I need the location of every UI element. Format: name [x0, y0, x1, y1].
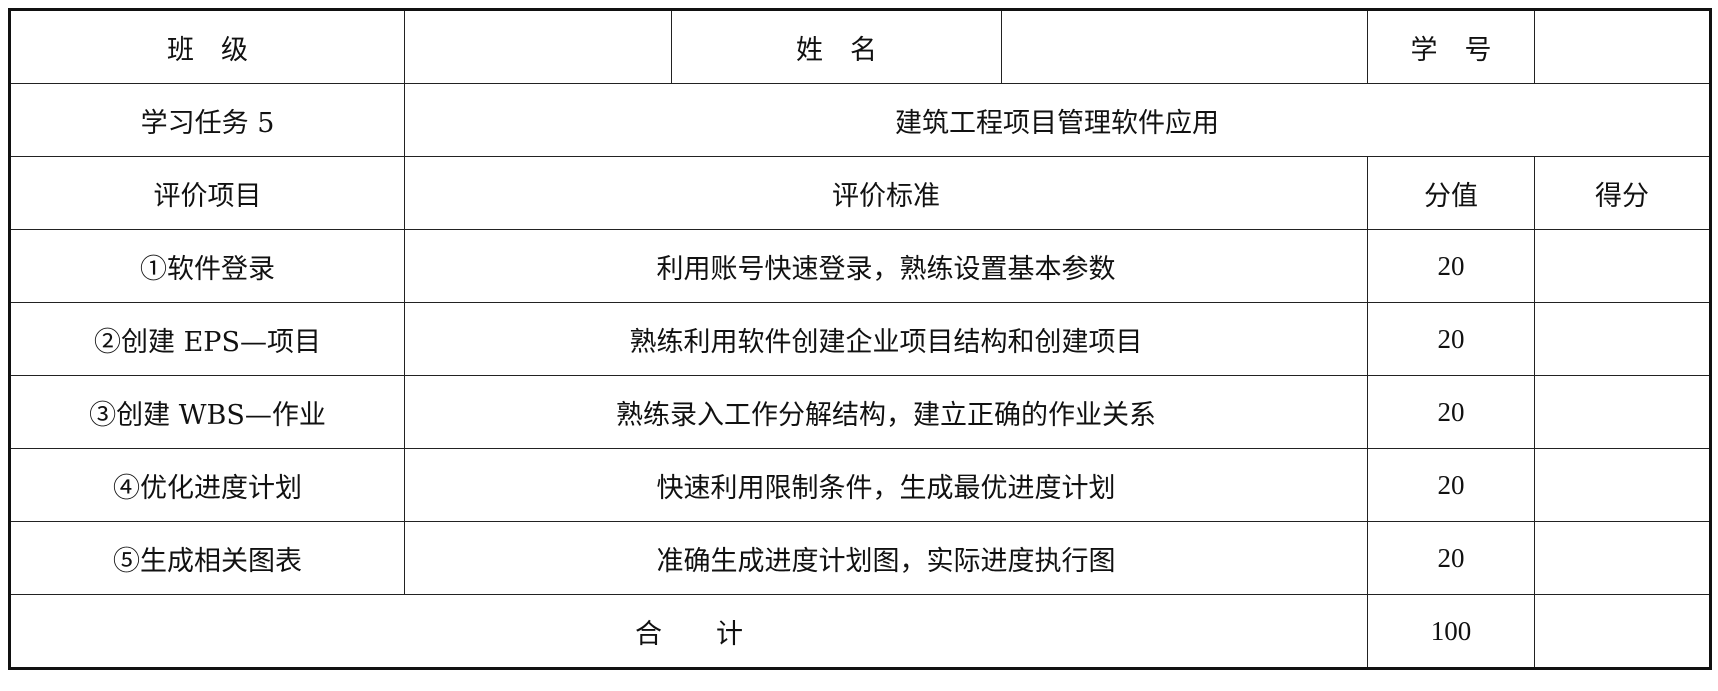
score-cell[interactable]	[1534, 521, 1711, 595]
criteria-cell: 利用账号快速登录，熟练设置基本参数	[404, 229, 1368, 303]
criteria-cell: 熟练利用软件创建企业项目结构和创建项目	[404, 302, 1368, 376]
points-cell: 20	[1367, 448, 1535, 522]
table-row: ②创建 EPS—项目 熟练利用软件创建企业项目结构和创建项目 20	[9, 302, 1711, 376]
name-field[interactable]	[1001, 9, 1368, 84]
score-cell[interactable]	[1534, 302, 1711, 376]
task-title: 建筑工程项目管理软件应用	[404, 83, 1711, 157]
criteria-cell: 准确生成进度计划图，实际进度执行图	[404, 521, 1368, 595]
item-cell: ①软件登录	[9, 229, 405, 303]
score-cell[interactable]	[1534, 448, 1711, 522]
total-row: 合 计 100	[9, 594, 1711, 669]
evaluation-table: 班 级 姓 名 学 号 学习任务 5 建筑工程项目管理软件应用 评价项目 评价标…	[8, 8, 1712, 670]
criteria-cell: 快速利用限制条件，生成最优进度计划	[404, 448, 1368, 522]
total-score-cell[interactable]	[1534, 594, 1711, 669]
class-field[interactable]	[404, 9, 672, 84]
points-cell: 20	[1367, 302, 1535, 376]
points-cell: 20	[1367, 375, 1535, 449]
task-label: 学习任务 5	[9, 83, 405, 157]
column-score: 得分	[1534, 156, 1711, 230]
task-row: 学习任务 5 建筑工程项目管理软件应用	[9, 83, 1711, 157]
column-criteria: 评价标准	[404, 156, 1368, 230]
column-points: 分值	[1367, 156, 1535, 230]
class-label: 班 级	[9, 9, 405, 84]
score-cell[interactable]	[1534, 229, 1711, 303]
column-header-row: 评价项目 评价标准 分值 得分	[9, 156, 1711, 230]
item-cell: ③创建 WBS—作业	[9, 375, 405, 449]
name-label: 姓 名	[671, 9, 1002, 84]
points-cell: 20	[1367, 521, 1535, 595]
total-points: 100	[1367, 594, 1535, 669]
column-item: 评价项目	[9, 156, 405, 230]
student-id-label: 学 号	[1367, 9, 1535, 84]
header-row: 班 级 姓 名 学 号	[9, 9, 1711, 84]
points-cell: 20	[1367, 229, 1535, 303]
total-label: 合 计	[9, 594, 1368, 669]
item-cell: ⑤生成相关图表	[9, 521, 405, 595]
score-cell[interactable]	[1534, 375, 1711, 449]
item-cell: ②创建 EPS—项目	[9, 302, 405, 376]
table-row: ④优化进度计划 快速利用限制条件，生成最优进度计划 20	[9, 448, 1711, 522]
table-row: ①软件登录 利用账号快速登录，熟练设置基本参数 20	[9, 229, 1711, 303]
table-row: ③创建 WBS—作业 熟练录入工作分解结构，建立正确的作业关系 20	[9, 375, 1711, 449]
item-cell: ④优化进度计划	[9, 448, 405, 522]
student-id-field[interactable]	[1534, 9, 1711, 84]
criteria-cell: 熟练录入工作分解结构，建立正确的作业关系	[404, 375, 1368, 449]
table-row: ⑤生成相关图表 准确生成进度计划图，实际进度执行图 20	[9, 521, 1711, 595]
